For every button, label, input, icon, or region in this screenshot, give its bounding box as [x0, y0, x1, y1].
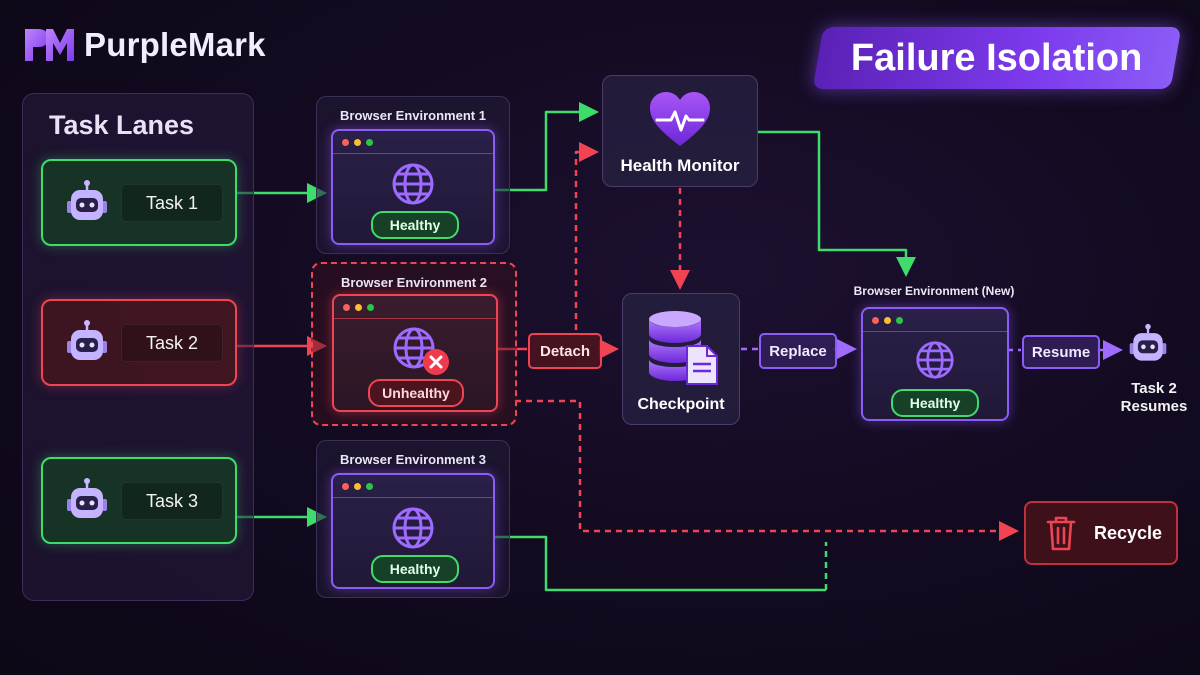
environment-title: Browser Environment 3 [340, 452, 486, 467]
task-3-lane[interactable]: Task 3 [41, 457, 237, 544]
task-1-lane[interactable]: Task 1 [41, 159, 237, 246]
page-title: Failure Isolation [851, 36, 1143, 79]
browser-environment-2[interactable]: Browser Environment 2 Unhealthy [311, 262, 517, 426]
status-badge: Healthy [891, 389, 979, 417]
error-x-icon [423, 349, 449, 375]
brand-name: PurpleMark [84, 26, 266, 63]
env1-to-monitor-arrow [495, 102, 599, 192]
task-label: Task 2 [121, 324, 223, 362]
browser-environment-3[interactable]: Browser Environment 3 Healthy [316, 440, 510, 598]
new-environment-title: Browser Environment (New) [853, 284, 1015, 298]
title-badge: Failure Isolation [812, 27, 1182, 89]
resume-tag: Resume [1022, 335, 1100, 369]
task-label: Task 3 [121, 482, 223, 520]
resumed-task-caption: Task 2 Resumes [1118, 380, 1190, 416]
replace-tag: Replace [759, 333, 837, 369]
resumed-task-line2: Resumes [1120, 398, 1188, 415]
robot-icon [67, 478, 107, 518]
task-label: Task 1 [121, 184, 223, 222]
task-lanes-panel: Task Lanes Task 1 Task 2 Task 3 [22, 93, 254, 601]
robot-icon [67, 180, 107, 220]
task-lanes-heading: Task Lanes [49, 110, 195, 140]
recycle-box[interactable]: Recycle [1024, 501, 1178, 565]
checkpoint-label: Checkpoint [637, 396, 725, 413]
recycle-label: Recycle [1094, 523, 1163, 543]
browser-window: Unhealthy [332, 294, 498, 412]
robot-icon [67, 320, 107, 360]
status-badge: Healthy [371, 555, 459, 583]
env2-to-monitor-dashed [574, 142, 599, 330]
browser-window: Healthy [331, 473, 495, 589]
heart-pulse-icon [650, 92, 710, 146]
detach-tag: Detach [528, 333, 602, 369]
env3-green-line [495, 535, 826, 592]
status-badge: Healthy [371, 211, 459, 239]
globe-icon [392, 507, 434, 549]
globe-icon [916, 341, 954, 379]
monitor-to-new-env-arrow [757, 130, 916, 277]
globe-icon [392, 163, 434, 205]
database-document-icon [649, 311, 718, 385]
robot-icon [1129, 323, 1167, 361]
browser-window: Healthy [331, 129, 495, 245]
environment-title: Browser Environment 2 [341, 275, 487, 290]
environment-title: Browser Environment 1 [340, 108, 486, 123]
checkpoint[interactable]: Checkpoint [622, 293, 740, 425]
resumed-task-line1: Task 2 [1131, 380, 1177, 397]
status-badge: Unhealthy [368, 379, 464, 407]
pm-logo-icon [25, 29, 74, 61]
browser-environment-1[interactable]: Browser Environment 1 Healthy [316, 96, 510, 254]
health-monitor[interactable]: Health Monitor [602, 75, 758, 187]
new-browser-environment[interactable]: Healthy [861, 307, 1009, 421]
env2-to-recycle-dashed [515, 399, 1019, 541]
brand: PurpleMark [22, 24, 266, 66]
task-2-lane[interactable]: Task 2 [41, 299, 237, 386]
trash-icon [1046, 516, 1076, 551]
health-monitor-label: Health Monitor [620, 156, 740, 175]
